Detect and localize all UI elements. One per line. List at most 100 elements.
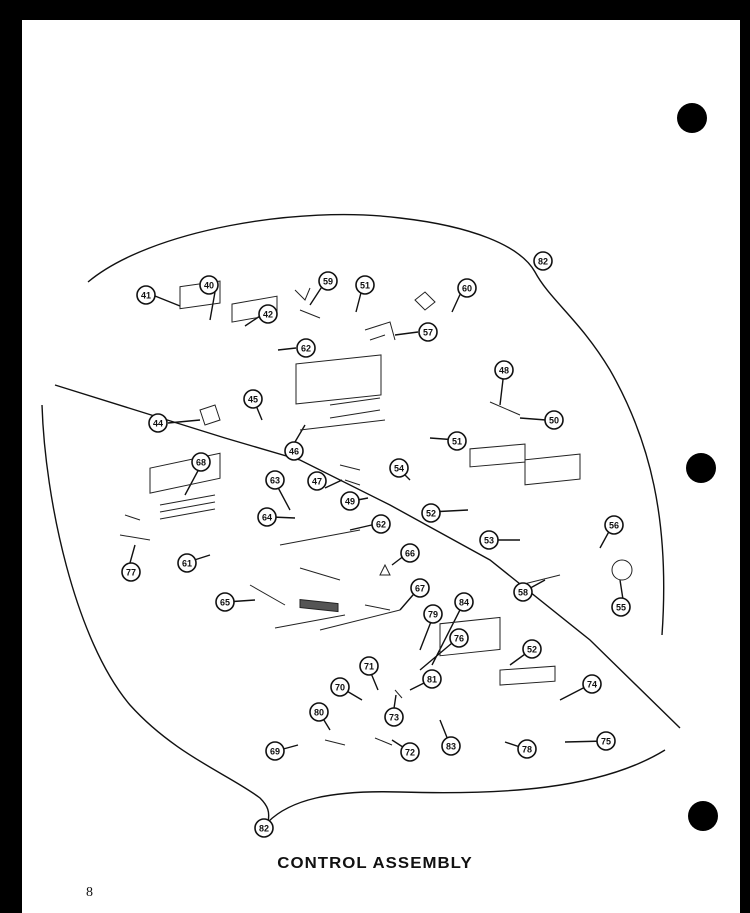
callout-42: 42: [258, 304, 278, 324]
callout-84: 84: [454, 592, 474, 612]
callout-number: 55: [616, 603, 626, 613]
callout-number: 59: [323, 277, 333, 287]
callout-62: 62: [371, 514, 391, 534]
callout-number: 42: [263, 310, 273, 320]
callout-64: 64: [257, 507, 277, 527]
callout-59: 59: [318, 271, 338, 291]
callout-52: 52: [522, 639, 542, 659]
callout-number: 76: [454, 634, 464, 644]
callout-53: 53: [479, 530, 499, 550]
callout-circle: [199, 275, 219, 295]
callout-circle: [604, 515, 624, 535]
callout-number: 75: [601, 737, 611, 747]
callout-number: 52: [527, 645, 537, 655]
part-sketch: [199, 404, 221, 426]
callout-circle: [544, 410, 564, 430]
callout-49: 49: [340, 491, 360, 511]
callout-circle: [447, 431, 467, 451]
callout-number: 82: [259, 824, 269, 834]
callout-number: 46: [289, 447, 299, 457]
callout-44: 44: [148, 413, 168, 433]
callout-65: 65: [215, 592, 235, 612]
binder-hole: [686, 453, 716, 483]
callout-number: 47: [312, 477, 322, 487]
callout-number: 67: [415, 584, 425, 594]
callout-71: 71: [359, 656, 379, 676]
callout-50: 50: [544, 410, 564, 430]
callout-number: 51: [452, 437, 462, 447]
callout-number: 45: [248, 395, 258, 405]
callout-circle: [243, 389, 263, 409]
callout-circle: [177, 553, 197, 573]
callout-72: 72: [400, 742, 420, 762]
callout-number: 81: [427, 675, 437, 685]
part-sketch: [379, 563, 391, 576]
part-sketch: [149, 452, 221, 494]
callout-circle: [479, 530, 499, 550]
callout-number: 51: [360, 281, 370, 291]
callout-circle: [611, 597, 631, 617]
callout-number: 72: [405, 748, 415, 758]
callout-58: 58: [513, 582, 533, 602]
callout-circle: [296, 338, 316, 358]
callout-circle: [340, 491, 360, 511]
callout-57: 57: [418, 322, 438, 342]
callout-circle: [410, 578, 430, 598]
part-sketch: [294, 287, 321, 319]
callout-circle: [418, 322, 438, 342]
callout-number: 61: [182, 559, 192, 569]
callout-number: 44: [153, 419, 163, 429]
callout-circle: [533, 251, 553, 271]
callout-number: 50: [549, 416, 559, 426]
callout-80: 80: [309, 702, 329, 722]
callout-77: 77: [121, 562, 141, 582]
divider-line: [54, 384, 681, 729]
callout-number: 77: [126, 568, 136, 578]
callout-41: 41: [136, 285, 156, 305]
callout-number: 80: [314, 708, 324, 718]
callout-number: 62: [376, 520, 386, 530]
callout-62: 62: [296, 338, 316, 358]
callout-number: 62: [301, 344, 311, 354]
part-sketch: [414, 291, 436, 311]
callout-number: 63: [270, 476, 280, 486]
part-sketch: [489, 401, 521, 416]
callout-75: 75: [596, 731, 616, 751]
callout-number: 83: [446, 742, 456, 752]
binder-hole: [688, 801, 718, 831]
callout-circle: [513, 582, 533, 602]
part-sketch: [295, 354, 382, 405]
callout-number: 54: [394, 464, 404, 474]
callout-74: 74: [582, 674, 602, 694]
callout-number: 69: [270, 747, 280, 757]
callout-63: 63: [265, 470, 285, 490]
part-sketch: [249, 567, 341, 606]
callout-number: 49: [345, 497, 355, 507]
callout-circle: [441, 736, 461, 756]
part-sketch: [324, 689, 403, 746]
callout-number: 71: [364, 662, 374, 672]
callout-number: 58: [518, 588, 528, 598]
callout-number: 68: [196, 458, 206, 468]
callout-number: 56: [609, 521, 619, 531]
callout-circle: [494, 360, 514, 380]
callout-circle: [359, 656, 379, 676]
callout-67: 67: [410, 578, 430, 598]
callout-83: 83: [441, 736, 461, 756]
part-sketch: [439, 616, 501, 657]
part-sketch: [274, 604, 401, 631]
callout-number: 74: [587, 680, 597, 690]
callout-circle: [421, 503, 441, 523]
callout-circle: [121, 562, 141, 582]
callout-circle: [215, 592, 235, 612]
callout-70: 70: [330, 677, 350, 697]
callout-46: 46: [284, 441, 304, 461]
callout-number: 79: [428, 610, 438, 620]
callout-circle: [307, 471, 327, 491]
binder-hole: [677, 103, 707, 133]
part-sketch: [159, 494, 216, 520]
callout-number: 66: [405, 549, 415, 559]
part-sketch: [231, 295, 278, 323]
